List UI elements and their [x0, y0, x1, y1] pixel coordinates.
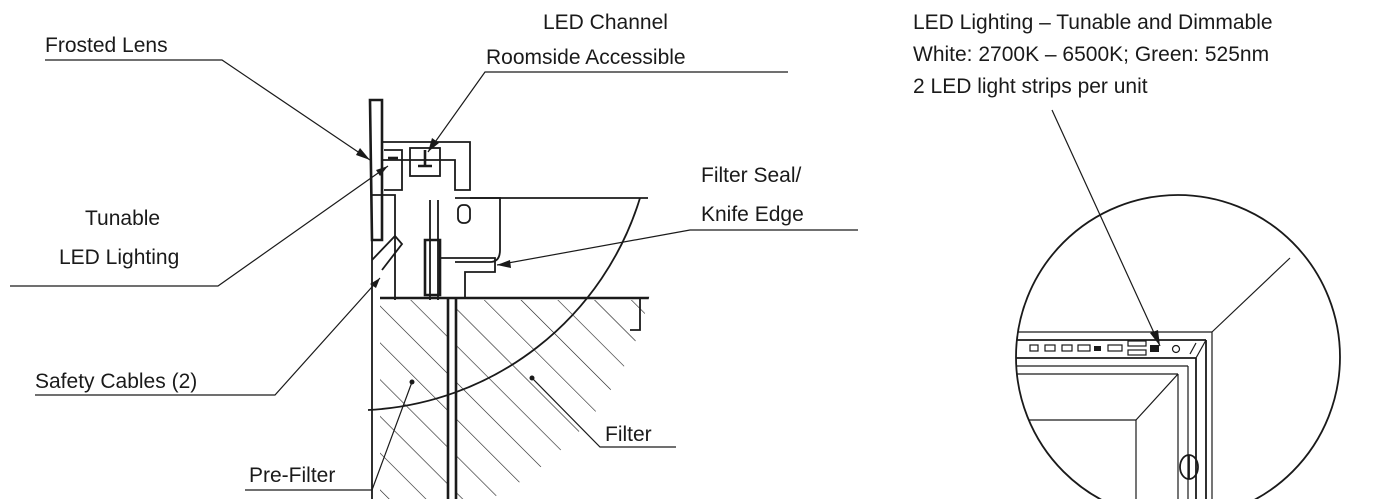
label-tunable-2: LED Lighting	[59, 246, 179, 269]
led-chip	[1150, 345, 1159, 352]
frame-inner-wall	[372, 194, 396, 300]
label-tunable-1: Tunable	[85, 207, 160, 230]
led-mount-hole	[1171, 344, 1181, 354]
label-safety-cables: Safety Cables (2)	[35, 370, 197, 393]
leader-filter	[531, 377, 676, 448]
knife-edge-blade	[440, 257, 496, 298]
filter-seal-gasket	[423, 238, 442, 297]
led-chip	[1077, 344, 1091, 352]
leader-frosted-lens	[45, 59, 371, 161]
corner-diagonal-3	[1195, 339, 1207, 359]
label-frosted-lens: Frosted Lens	[45, 34, 168, 57]
led-chip	[1029, 344, 1039, 352]
safety-cable-bracket	[371, 234, 404, 271]
detail-circle	[1015, 194, 1341, 504]
dot-pre-filter	[409, 379, 415, 385]
led-chip	[1127, 340, 1147, 347]
led-channel-insert	[409, 147, 441, 177]
led-chip	[1044, 344, 1056, 352]
arrow-safety-cables	[370, 278, 380, 288]
led-strip	[1029, 340, 1197, 356]
label-led-channel-1: LED Channel	[543, 11, 668, 34]
filter-clip-right	[630, 297, 641, 331]
leader-detail-led	[1051, 109, 1161, 347]
section-view: Frosted Lens LED Channel Roomside Access…	[10, 11, 858, 499]
leader-led-channel	[427, 71, 788, 153]
frame-front-lip	[368, 98, 384, 242]
knife-edge-wall	[429, 200, 439, 300]
led-chip	[1094, 346, 1101, 351]
arrow-detail-led	[1150, 330, 1160, 346]
led-chip	[1107, 344, 1123, 352]
leader-tunable-led	[10, 165, 389, 287]
led-chip	[1061, 344, 1073, 352]
dot-filter	[529, 375, 535, 381]
detail-text-line1: LED Lighting – Tunable and Dimmable	[913, 11, 1273, 34]
section-leaders	[10, 59, 858, 491]
label-led-channel-2: Roomside Accessible	[486, 46, 686, 69]
corner-diagonal-1	[1211, 257, 1291, 333]
arrow-frosted-lens	[356, 148, 370, 160]
led-channel-body	[382, 141, 471, 191]
channel-screw	[418, 150, 432, 168]
led-chip	[1127, 349, 1147, 356]
seal-housing	[455, 197, 501, 263]
frosted-lens-shape	[384, 149, 403, 191]
corner-diagonal-2	[1135, 373, 1179, 421]
detail-text-line3: 2 LED light strips per unit	[913, 75, 1148, 98]
section-labels: Frosted Lens LED Channel Roomside Access…	[35, 11, 804, 487]
detail-view: LED Lighting – Tunable and Dimmable Whit…	[913, 11, 1341, 504]
detail-text-line2: White: 2700K – 6500K; Green: 525nm	[913, 43, 1269, 66]
leader-pre-filter	[245, 381, 413, 491]
label-filter: Filter	[605, 423, 652, 446]
led-tick	[1189, 342, 1197, 355]
label-filter-seal-2: Knife Edge	[701, 203, 804, 226]
label-pre-filter: Pre-Filter	[249, 464, 335, 487]
filter-hatch	[456, 300, 657, 499]
leader-safety-cables	[35, 277, 381, 396]
arrow-tunable-led	[376, 166, 388, 176]
label-filter-seal-1: Filter Seal/	[701, 164, 802, 187]
pre-filter-hatch	[380, 300, 448, 499]
leader-filter-seal	[496, 229, 858, 266]
arrow-filter-seal	[497, 260, 511, 268]
seal-slot	[457, 204, 471, 224]
arrow-led-channel	[428, 138, 439, 152]
detail-contents	[1016, 257, 1291, 504]
